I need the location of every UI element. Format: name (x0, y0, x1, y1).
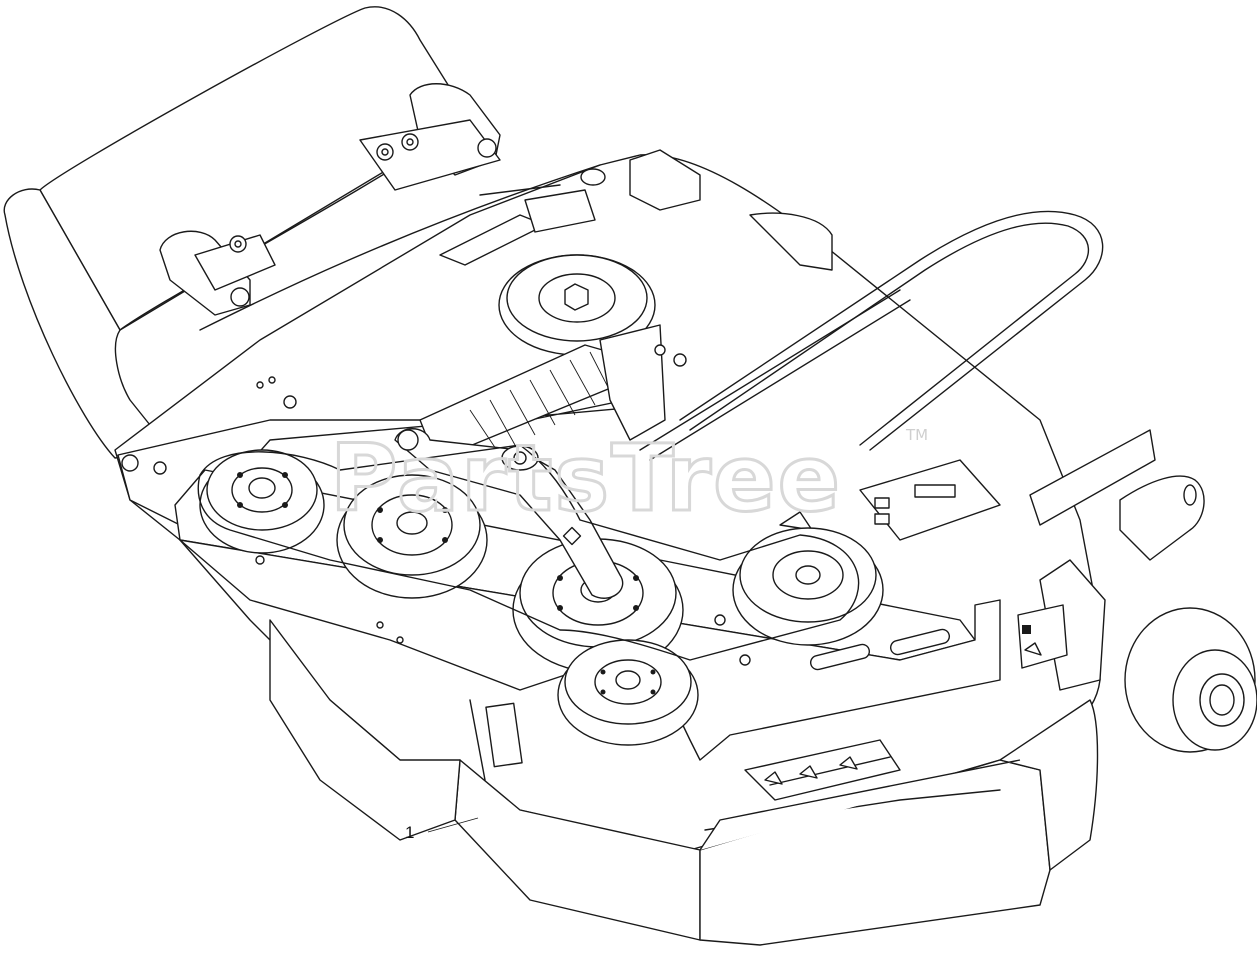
callout-number: 1 (405, 823, 414, 842)
callout-1: 1 (405, 817, 479, 842)
pulley-rear-idler (498, 254, 656, 356)
pulley-left-spindle (199, 449, 325, 554)
watermark-trademark: TM (905, 426, 928, 444)
drive-belt (197, 444, 860, 661)
seat-bracket-left (159, 230, 276, 316)
gauge-wheel (1124, 607, 1257, 753)
pulley-right-idler (732, 527, 884, 646)
callout-leader-line (427, 817, 479, 833)
deck-front-skirt (269, 619, 1099, 946)
lift-handle (639, 210, 1104, 461)
tension-spring (419, 324, 666, 456)
pulley-center-left (336, 474, 488, 599)
pulley-front-spindle (557, 639, 699, 746)
hardware-bolts (256, 344, 751, 666)
watermark-text: PartsTree (330, 425, 842, 532)
idler-arm (394, 428, 624, 599)
seat-bracket-right (359, 83, 501, 191)
gauge-wheel-bracket (1017, 429, 1205, 691)
